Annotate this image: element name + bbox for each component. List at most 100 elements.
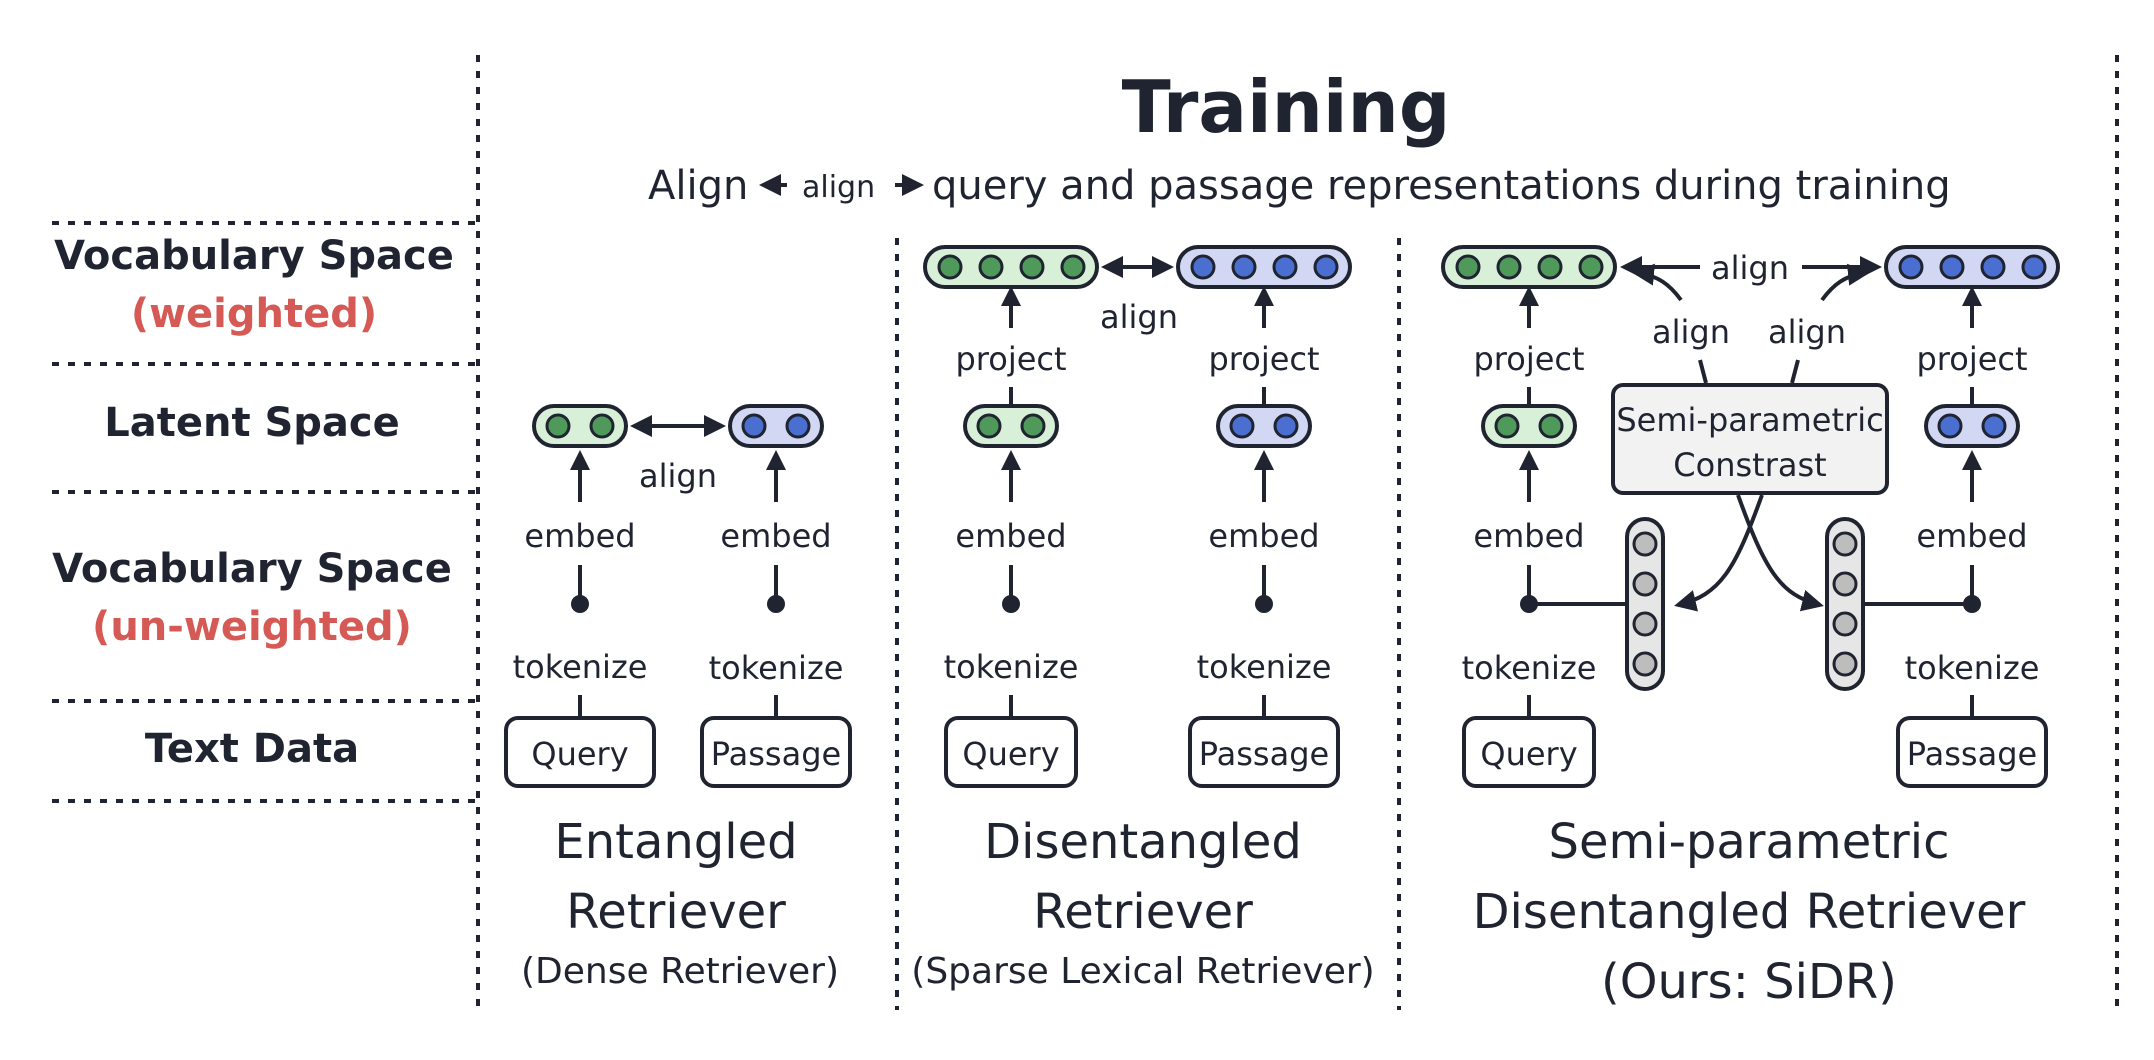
token-node-query: [1520, 595, 1538, 613]
vector-dot: [1898, 254, 1924, 280]
passage-token-vector: [1825, 517, 1865, 691]
caption-line-1: Semi-parametric: [1548, 814, 1949, 870]
vector-dot: [1272, 254, 1298, 280]
token-node-query: [1002, 595, 1020, 613]
subtitle-align-word: align: [802, 170, 875, 205]
panel-disentangled: align project project embed embed tokeni…: [911, 245, 1375, 992]
query-box: [944, 716, 1078, 788]
tokenize-label-query: tokenize: [944, 648, 1079, 686]
passage-box: [700, 716, 852, 788]
align-label-right: align: [1768, 313, 1846, 351]
connector: [1698, 359, 1708, 384]
tokenize-label-passage: tokenize: [1197, 648, 1332, 686]
contrast-curve-left: [1674, 494, 1764, 612]
vector-dot: [1455, 254, 1481, 280]
project-label-query: project: [1473, 340, 1584, 378]
vector-dot: [1980, 254, 2006, 280]
vector-dot: [1937, 413, 1963, 439]
vector-dot: [589, 413, 615, 439]
vector-dot: [1020, 413, 1046, 439]
align-curve-right: [1820, 263, 1870, 302]
embed-label-query: embed: [1473, 517, 1584, 555]
vector-dot: [2021, 254, 2047, 280]
tokenize-label-passage: tokenize: [709, 649, 844, 687]
vector-dot: [1190, 254, 1216, 280]
vector-dot: [1632, 611, 1658, 637]
tokenize-label-query: tokenize: [1462, 649, 1597, 687]
align-label-top: align: [1711, 249, 1789, 287]
vector-dot: [1229, 413, 1255, 439]
vector-dot: [1060, 254, 1086, 280]
tokenize-label-query: tokenize: [513, 648, 648, 686]
embed-label-passage: embed: [1208, 517, 1319, 555]
caption-line-2: Disentangled Retriever: [1473, 884, 2026, 940]
vector-dot: [741, 413, 767, 439]
vector-dot: [1832, 611, 1858, 637]
query-box: [1462, 716, 1596, 788]
row-labels: Vocabulary Space (weighted) Latent Space…: [52, 233, 454, 772]
query-box-label: Query: [962, 735, 1059, 773]
passage-box-label: Passage: [1199, 735, 1329, 773]
vector-dot: [1494, 413, 1520, 439]
token-node-passage: [1963, 595, 1981, 613]
caption-line-3: (Sparse Lexical Retriever): [911, 951, 1374, 992]
contrast-curve-right: [1736, 494, 1824, 612]
project-label-passage: project: [1208, 340, 1319, 378]
query-token-vector: [1625, 517, 1665, 691]
vector-dot: [978, 254, 1004, 280]
panel-sidr: align align align project project Semi-p…: [1441, 245, 2060, 1010]
vector-dot: [1019, 254, 1045, 280]
row-label-weighted-note: (weighted): [131, 291, 377, 337]
vector-dot: [1632, 531, 1658, 557]
caption-line-1: Entangled: [554, 814, 797, 870]
align-label-left: align: [1652, 313, 1730, 351]
row-label-unweighted-note: (un-weighted): [92, 604, 412, 650]
embed-label-query: embed: [955, 517, 1066, 555]
vector-dot: [1981, 413, 2007, 439]
vector-dot: [1632, 651, 1658, 677]
caption-line-3: (Ours: SiDR): [1601, 954, 1897, 1010]
caption-line-3: (Dense Retriever): [521, 951, 839, 992]
vector-dot: [1273, 413, 1299, 439]
passage-box-label: Passage: [1907, 735, 2037, 773]
layout-dividers: [52, 55, 2119, 1010]
vector-dot: [1632, 571, 1658, 597]
row-label-text-data: Text Data: [145, 726, 359, 772]
vector-dot: [1578, 254, 1604, 280]
project-label-query: project: [955, 340, 1066, 378]
align-label: align: [639, 457, 717, 495]
embed-label-passage: embed: [720, 517, 831, 555]
embed-label-query: embed: [524, 517, 635, 555]
subtitle-end: query and passage representations during…: [932, 163, 1951, 209]
page-title: Training: [1122, 65, 1451, 149]
passage-box: [1188, 716, 1340, 788]
vector-dot: [545, 413, 571, 439]
passage-box-label: Passage: [711, 735, 841, 773]
passage-box: [1896, 716, 2048, 788]
vector-dot: [785, 413, 811, 439]
connector: [1790, 359, 1800, 384]
vector-dot: [1832, 531, 1858, 557]
token-node-query: [571, 595, 589, 613]
align-curve-left: [1632, 263, 1683, 302]
vector-dot: [1313, 254, 1339, 280]
vector-dot: [1832, 571, 1858, 597]
token-node-passage: [1255, 595, 1273, 613]
panel-entangled: align embed embed tokenize tokenize Quer…: [504, 404, 852, 992]
subtitle: Align align query and passage representa…: [648, 163, 1951, 209]
vector-dot: [1538, 413, 1564, 439]
align-label: align: [1100, 298, 1178, 336]
vector-dot: [976, 413, 1002, 439]
query-box-label: Query: [1480, 735, 1577, 773]
caption-line-2: Retriever: [1033, 884, 1253, 940]
query-box: [504, 716, 656, 788]
contrast-label-line-2: Constrast: [1673, 446, 1826, 484]
query-box-label: Query: [531, 735, 628, 773]
subtitle-start: Align: [648, 163, 748, 209]
vector-dot: [1537, 254, 1563, 280]
caption-line-1: Disentangled: [984, 814, 1302, 870]
semi-parametric-contrast-box: [1611, 383, 1889, 495]
project-label-passage: project: [1916, 340, 2027, 378]
contrast-label-line-1: Semi-parametric: [1616, 401, 1883, 439]
